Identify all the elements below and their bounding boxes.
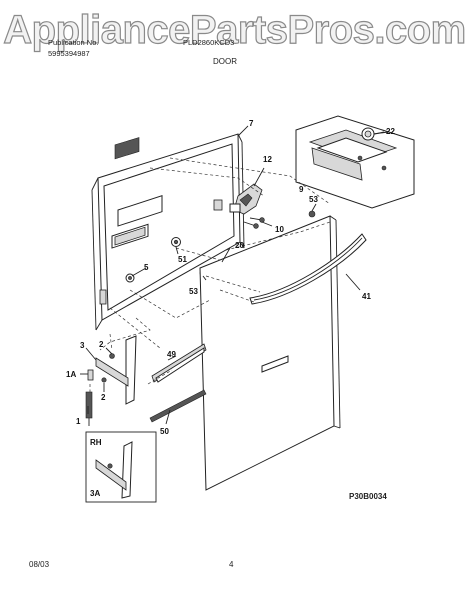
callout-10: 10 bbox=[275, 225, 284, 234]
callout-53-upper: 53 bbox=[309, 195, 318, 204]
footer-page-number: 4 bbox=[229, 560, 234, 569]
callout-2-upper: 2 bbox=[99, 340, 104, 349]
latch-screws bbox=[243, 217, 265, 229]
hinge-assembly bbox=[85, 335, 137, 426]
callout-53-lower: 53 bbox=[189, 287, 198, 296]
callout-49: 49 bbox=[167, 350, 176, 359]
callout-1: 1 bbox=[76, 417, 81, 426]
publication-label: Publication No. bbox=[48, 38, 99, 47]
door-latch bbox=[229, 183, 263, 215]
rh-hinge-inset bbox=[85, 431, 157, 503]
door-handle bbox=[249, 233, 367, 305]
leader-lines bbox=[80, 125, 385, 425]
footer-date: 08/03 bbox=[29, 560, 50, 569]
publication-number: 5995394987 bbox=[48, 49, 90, 58]
callout-12: 12 bbox=[263, 155, 272, 164]
callout-9: 9 bbox=[299, 185, 304, 194]
bumper bbox=[171, 237, 181, 247]
callout-3: 3 bbox=[80, 341, 85, 350]
alignment-lines bbox=[89, 157, 331, 392]
callout-5: 5 bbox=[144, 263, 149, 272]
watermark: AppliancePartsPros.com bbox=[3, 7, 467, 52]
screw-upper bbox=[308, 210, 316, 218]
diagram-code: P30B0034 bbox=[349, 492, 387, 501]
callout-51: 51 bbox=[178, 255, 187, 264]
outer-door-panel bbox=[199, 215, 341, 491]
inset-label-rh: RH bbox=[90, 438, 102, 447]
callout-22: 22 bbox=[386, 127, 395, 136]
callout-7: 7 bbox=[249, 119, 254, 128]
model-number: PLD2860KCD3 bbox=[183, 38, 235, 47]
callout-2-lower: 2 bbox=[101, 393, 106, 402]
inner-door-panel bbox=[91, 133, 245, 331]
callout-41: 41 bbox=[362, 292, 371, 301]
callout-50: 50 bbox=[160, 427, 169, 436]
callout-1a: 1A bbox=[66, 370, 76, 379]
callout-20: 20 bbox=[235, 241, 244, 250]
door-gasket bbox=[149, 343, 207, 423]
section-title: DOOR bbox=[213, 57, 237, 66]
callout-3a: 3A bbox=[90, 489, 100, 498]
dispenser-inset bbox=[295, 115, 415, 209]
